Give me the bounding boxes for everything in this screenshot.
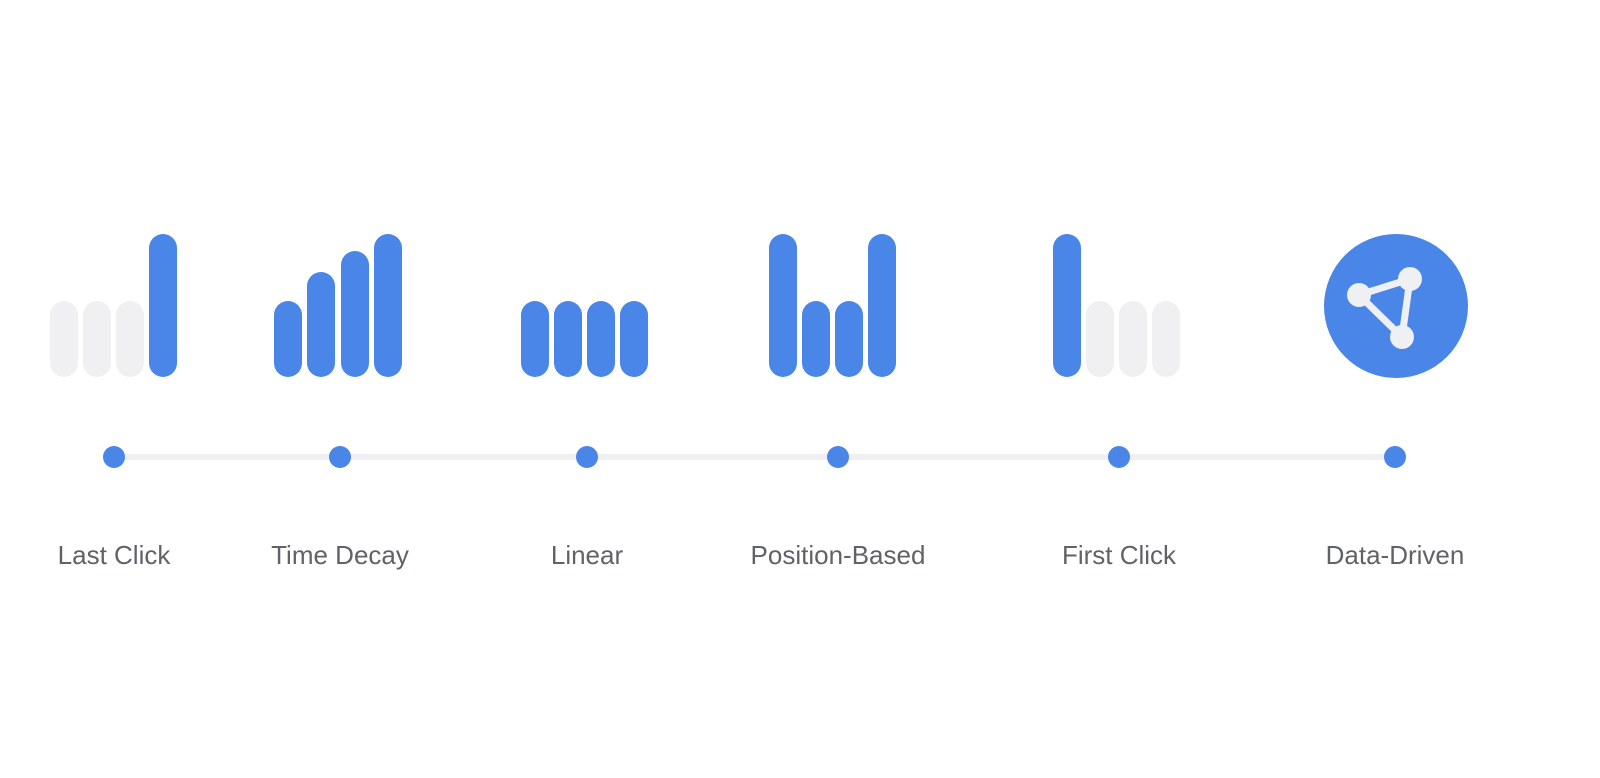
bar [587, 301, 615, 377]
bar [83, 301, 111, 377]
bar [769, 234, 797, 377]
label-linear: Linear [550, 540, 624, 570]
timeline-dot-last-click [103, 446, 125, 468]
bar [307, 272, 335, 377]
bar [274, 301, 302, 377]
bar [835, 301, 863, 377]
bar [1119, 301, 1147, 377]
label-data-driven: Data-Driven [1325, 540, 1465, 570]
timeline-dot-position-based [827, 446, 849, 468]
bar [50, 301, 78, 377]
bar [620, 301, 648, 377]
label-last-click: Last Click [57, 540, 171, 570]
bar [868, 234, 896, 377]
timeline-dot-first-click [1108, 446, 1130, 468]
bar [341, 251, 369, 377]
bar [554, 301, 582, 377]
bar [1152, 301, 1180, 377]
timeline-track [115, 454, 1397, 460]
label-time-decay: Time Decay [271, 540, 409, 570]
timeline-dot-linear [576, 446, 598, 468]
bar [116, 301, 144, 377]
bar [1053, 234, 1081, 377]
bar [802, 301, 830, 377]
bar [1086, 301, 1114, 377]
bar [149, 234, 177, 377]
timeline-dot-time-decay [329, 446, 351, 468]
bar [521, 301, 549, 377]
data-driven-network-icon [1324, 234, 1468, 378]
label-first-click: First Click [1061, 540, 1177, 570]
bar [374, 234, 402, 377]
label-position-based: Position-Based [750, 540, 926, 570]
timeline-dot-data-driven [1384, 446, 1406, 468]
